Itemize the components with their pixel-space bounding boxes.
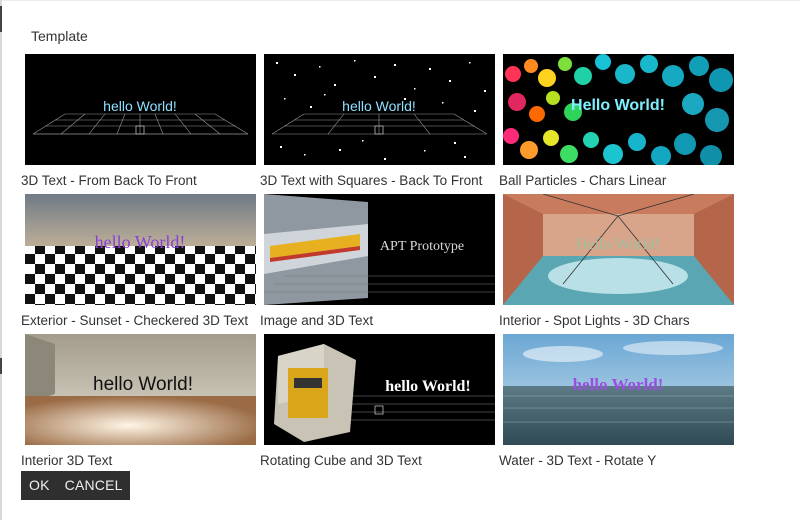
template-label: Interior 3D Text — [21, 453, 113, 468]
template-thumbnail: hello World! — [25, 54, 256, 165]
dialog-title: Template — [31, 28, 88, 44]
scene-text: Hello World! — [576, 236, 660, 253]
template-label: Water - 3D Text - Rotate Y — [499, 453, 657, 468]
left-edge-mark — [0, 6, 2, 32]
template-label: Interior - Spot Lights - 3D Chars — [499, 313, 690, 328]
template-thumbnail: hello World! — [503, 334, 734, 445]
template-thumbnail: Hello World! — [503, 54, 734, 165]
cancel-button[interactable]: CANCEL — [64, 477, 123, 493]
scene-text: hello World! — [342, 98, 416, 114]
scene-text: Hello World! — [571, 97, 665, 114]
template-thumbnail: hello World! — [25, 334, 256, 445]
ok-button[interactable]: OK — [29, 477, 50, 493]
template-thumbnail: Hello World! — [503, 194, 734, 305]
scene-text: hello World! — [103, 98, 177, 114]
template-label: 3D Text - From Back To Front — [21, 173, 197, 188]
scene-text: hello World! — [573, 375, 664, 394]
scene-text: hello World! — [95, 232, 186, 252]
scene-text: hello World! — [93, 374, 193, 395]
scene-text: APT Prototype — [380, 239, 464, 254]
scene-text: hello World! — [385, 378, 471, 395]
template-thumbnail: hello World! — [25, 194, 256, 305]
template-thumbnail: hello World! — [264, 334, 495, 445]
template-label: Rotating Cube and 3D Text — [260, 453, 422, 468]
template-label: Ball Particles - Chars Linear — [499, 173, 667, 188]
template-thumbnail: hello World! — [264, 54, 495, 165]
left-edge — [0, 0, 2, 520]
left-edge-mark — [0, 358, 2, 374]
dialog-actions: OK CANCEL — [21, 471, 130, 500]
template-label: Image and 3D Text — [260, 313, 374, 328]
top-border — [0, 0, 800, 1]
template-thumbnail: APT Prototype — [264, 194, 495, 305]
template-label: Exterior - Sunset - Checkered 3D Text — [21, 313, 249, 328]
template-label: 3D Text with Squares - Back To Front — [260, 173, 483, 188]
